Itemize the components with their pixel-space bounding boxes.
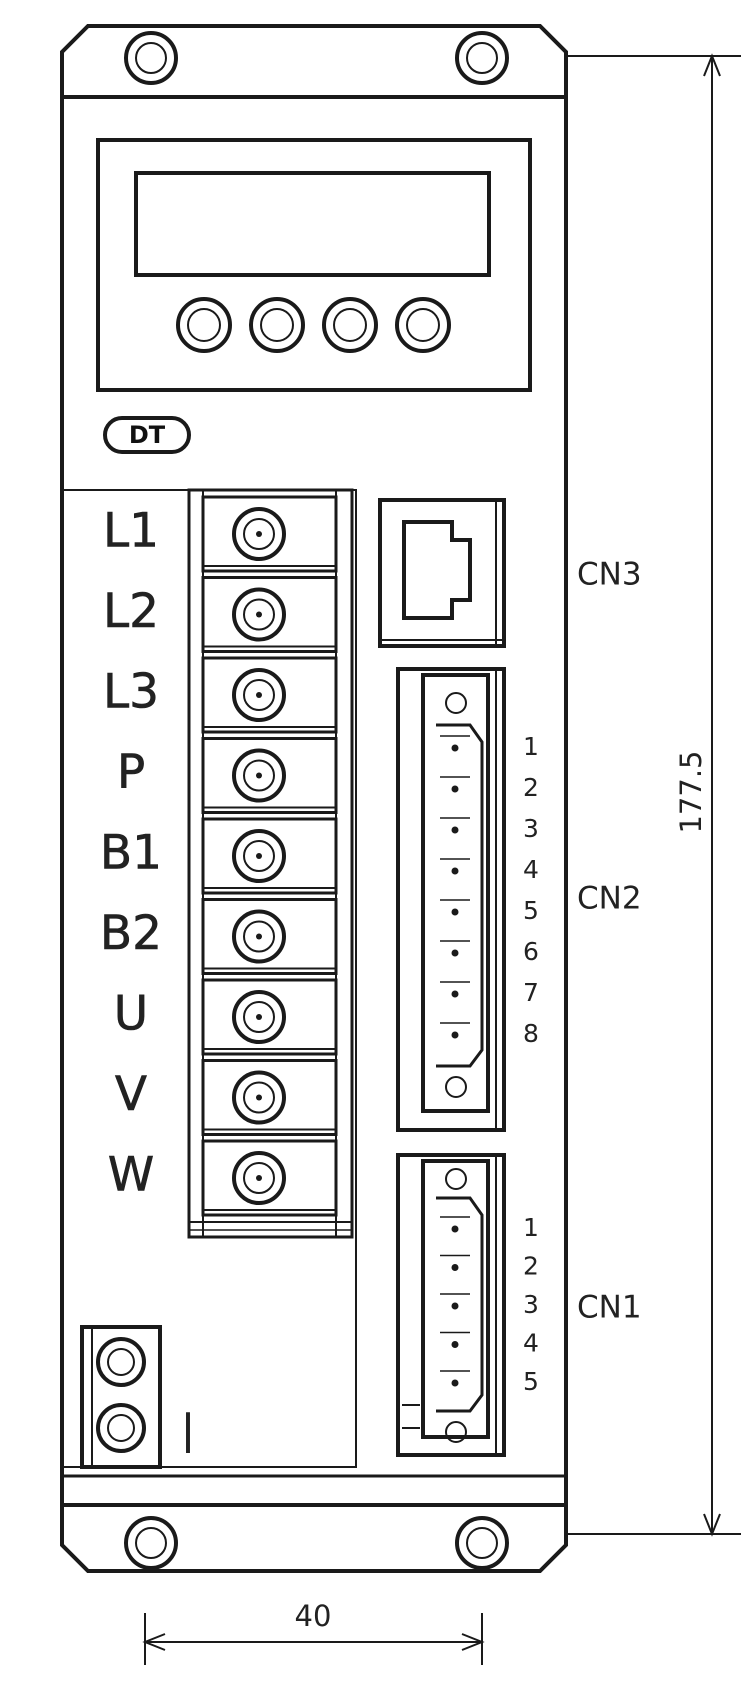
terminal-screw-u[interactable] bbox=[201, 978, 338, 1056]
mounting-screws bbox=[124, 31, 509, 1570]
pin-dot bbox=[451, 744, 459, 752]
pin-dot bbox=[451, 1031, 459, 1039]
pin-dot bbox=[451, 1302, 459, 1310]
pin-dot bbox=[451, 1341, 459, 1348]
pin-dot bbox=[451, 949, 459, 957]
bottom-flange bbox=[60, 1505, 568, 1573]
ground-terminal: | bbox=[80, 1325, 195, 1469]
pin-dot bbox=[451, 1264, 459, 1271]
pin-label: 1 bbox=[523, 1213, 539, 1242]
keypad-button[interactable] bbox=[322, 297, 378, 353]
pin-label: 7 bbox=[523, 978, 539, 1007]
pin-label: 2 bbox=[523, 773, 539, 802]
pin-label: 2 bbox=[523, 1252, 539, 1281]
terminal-label-b1: B1 bbox=[100, 826, 162, 881]
width-dimension: 40 bbox=[142, 1599, 485, 1665]
pin-dot bbox=[451, 1379, 459, 1387]
terminal-label-u: U bbox=[114, 987, 148, 1042]
keypad-button[interactable] bbox=[176, 297, 232, 353]
screw-icon bbox=[124, 1516, 178, 1570]
width-dimension-value: 40 bbox=[295, 1599, 332, 1633]
terminal-label-b2: B2 bbox=[100, 906, 162, 961]
pin-dot bbox=[451, 867, 459, 875]
terminal-label-p: P bbox=[117, 745, 145, 800]
housing bbox=[60, 24, 568, 1573]
screw-icon bbox=[455, 1516, 509, 1570]
pin-dot bbox=[451, 908, 459, 916]
control-panel bbox=[96, 138, 532, 392]
rj45-port-icon bbox=[402, 520, 472, 620]
terminal-label-l3: L3 bbox=[103, 665, 159, 720]
display-window bbox=[134, 171, 491, 277]
screw-icon bbox=[455, 31, 509, 85]
pin-label: 3 bbox=[523, 1290, 539, 1319]
terminal-label-l1: L1 bbox=[103, 504, 159, 559]
brand-logo-text: DT bbox=[129, 421, 166, 449]
terminal-screw-l2[interactable] bbox=[201, 576, 338, 653]
cn1-connector[interactable] bbox=[396, 1153, 506, 1457]
cn3-connector[interactable] bbox=[378, 498, 506, 648]
pin-dot bbox=[451, 990, 459, 998]
ground-screw-icon bbox=[96, 1403, 146, 1453]
pin-label: 5 bbox=[523, 1367, 539, 1396]
pin-dot bbox=[451, 1225, 459, 1233]
pin-dot bbox=[451, 826, 459, 834]
terminal-screw-b2[interactable] bbox=[201, 898, 338, 975]
pin-dot bbox=[451, 785, 459, 793]
main-body bbox=[60, 95, 568, 1507]
terminal-screw-p[interactable] bbox=[201, 737, 338, 814]
screw-icon bbox=[124, 31, 178, 85]
terminal-label-w: W bbox=[108, 1148, 154, 1203]
pin-label: 1 bbox=[523, 732, 539, 761]
pin-label: 8 bbox=[523, 1019, 539, 1048]
pin-label: 5 bbox=[523, 896, 539, 925]
cn2-connector[interactable] bbox=[396, 667, 506, 1132]
terminal-label-v: V bbox=[115, 1067, 147, 1122]
terminal-screw-v[interactable] bbox=[201, 1059, 338, 1136]
ground-screw-icon bbox=[96, 1337, 146, 1387]
terminal-label-l2: L2 bbox=[103, 584, 159, 639]
terminal-screw-l1[interactable] bbox=[201, 495, 338, 573]
pin-label: 3 bbox=[523, 814, 539, 843]
terminal-screw-l3[interactable] bbox=[201, 656, 338, 734]
pin-label: 4 bbox=[523, 855, 539, 884]
keypad-button[interactable] bbox=[249, 297, 305, 353]
terminal-screw-b1[interactable] bbox=[201, 817, 338, 895]
cn3-label: CN3 bbox=[577, 557, 642, 593]
ground-mark: | bbox=[181, 1407, 194, 1453]
height-dimension: 177.5 bbox=[566, 53, 741, 1537]
cn2-label: CN2 bbox=[577, 881, 642, 917]
keypad-button[interactable] bbox=[395, 297, 451, 353]
panel-frame bbox=[96, 138, 532, 392]
cn1-label: CN1 bbox=[577, 1290, 642, 1326]
pin-label: 4 bbox=[523, 1329, 539, 1358]
brand-logo: DT bbox=[103, 416, 191, 454]
terminal-screw-w[interactable] bbox=[201, 1139, 338, 1217]
pin-label: 6 bbox=[523, 937, 539, 966]
height-dimension-value: 177.5 bbox=[674, 750, 708, 833]
top-flange bbox=[60, 24, 568, 97]
